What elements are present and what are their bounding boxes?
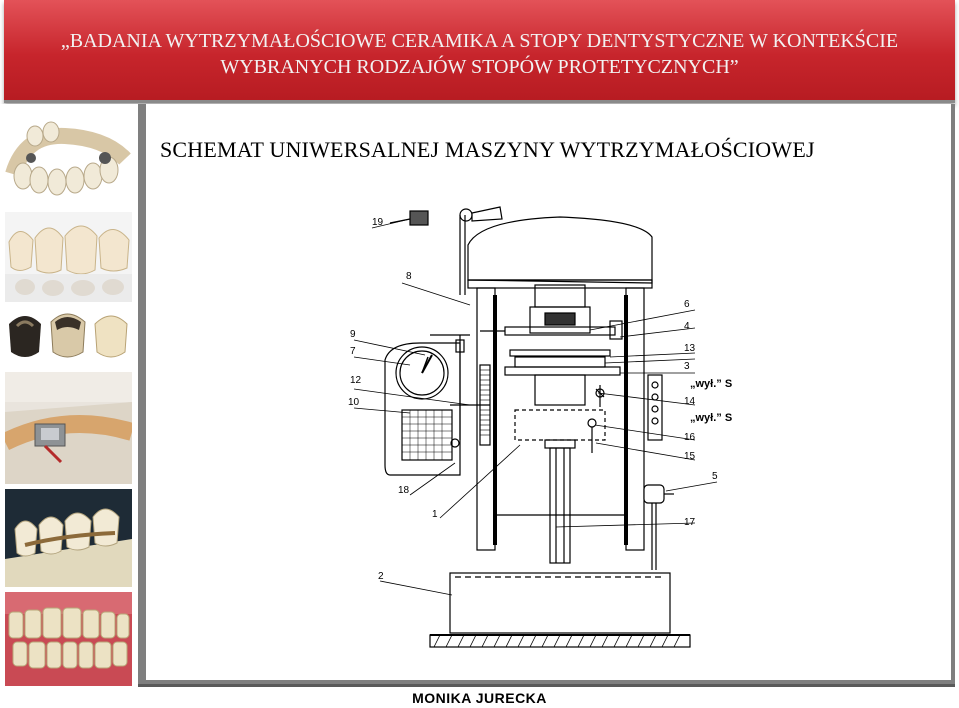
diagram-label-14: 14 bbox=[684, 396, 696, 407]
diagram-label-switch-upper: „wył.” S bbox=[690, 378, 732, 390]
author-footer: MONIKA JURECKA bbox=[412, 690, 547, 706]
slide-title: SCHEMAT UNIWERSALNEJ MASZYNY WYTRZYMAŁOŚ… bbox=[160, 137, 815, 162]
header-title-line1: „BADANIA WYTRZYMAŁOŚCIOWE CERAMIKA A STO… bbox=[60, 30, 899, 52]
header-title: „BADANIA WYTRZYMAŁOŚCIOWE CERAMIKA A STO… bbox=[4, 28, 955, 80]
diagram-label-10: 10 bbox=[348, 397, 360, 408]
metal-crowns-photo bbox=[5, 304, 132, 368]
panel-bottom-bar bbox=[138, 684, 955, 687]
diagram-label-1: 1 bbox=[432, 509, 438, 520]
diagram-label-16: 16 bbox=[684, 432, 696, 443]
dental-model-photo bbox=[5, 372, 132, 484]
teeth-smile-photo bbox=[5, 592, 132, 686]
header-title-line2: WYBRANYCH RODZAJÓW STOPÓW PROTETYCZNYCH” bbox=[220, 56, 739, 78]
dental-bridge-photo bbox=[5, 114, 132, 210]
diagram-label-8: 8 bbox=[406, 271, 412, 282]
diagram-label-17: 17 bbox=[684, 517, 696, 528]
diagram-label-4: 4 bbox=[684, 321, 690, 332]
diagram-label-19: 19 bbox=[372, 217, 384, 228]
diagram-label-15: 15 bbox=[684, 451, 696, 462]
diagram-label-5: 5 bbox=[712, 471, 718, 482]
diagram-label-13: 13 bbox=[684, 343, 696, 354]
diagram-label-12: 12 bbox=[350, 375, 362, 386]
content-panel bbox=[138, 104, 955, 686]
header-banner: „BADANIA WYTRZYMAŁOŚCIOWE CERAMIKA A STO… bbox=[4, 0, 955, 103]
ceramic-crowns-photo bbox=[5, 212, 132, 302]
diagram-label-18: 18 bbox=[398, 485, 410, 496]
diagram-label-7: 7 bbox=[350, 346, 356, 357]
testing-machine-schematic: 19 8 6 4 9 13 7 3 12 „wył.” S 10 14 „wył… bbox=[348, 206, 732, 648]
ceramic-bridge-model-photo bbox=[5, 489, 132, 587]
diagram-label-switch-lower: „wył.” S bbox=[690, 412, 732, 424]
photo-strip bbox=[0, 104, 138, 686]
diagram-label-9: 9 bbox=[350, 329, 356, 340]
diagram-label-3: 3 bbox=[684, 361, 690, 372]
diagram-label-6: 6 bbox=[684, 299, 690, 310]
diagram-label-2: 2 bbox=[378, 571, 384, 582]
